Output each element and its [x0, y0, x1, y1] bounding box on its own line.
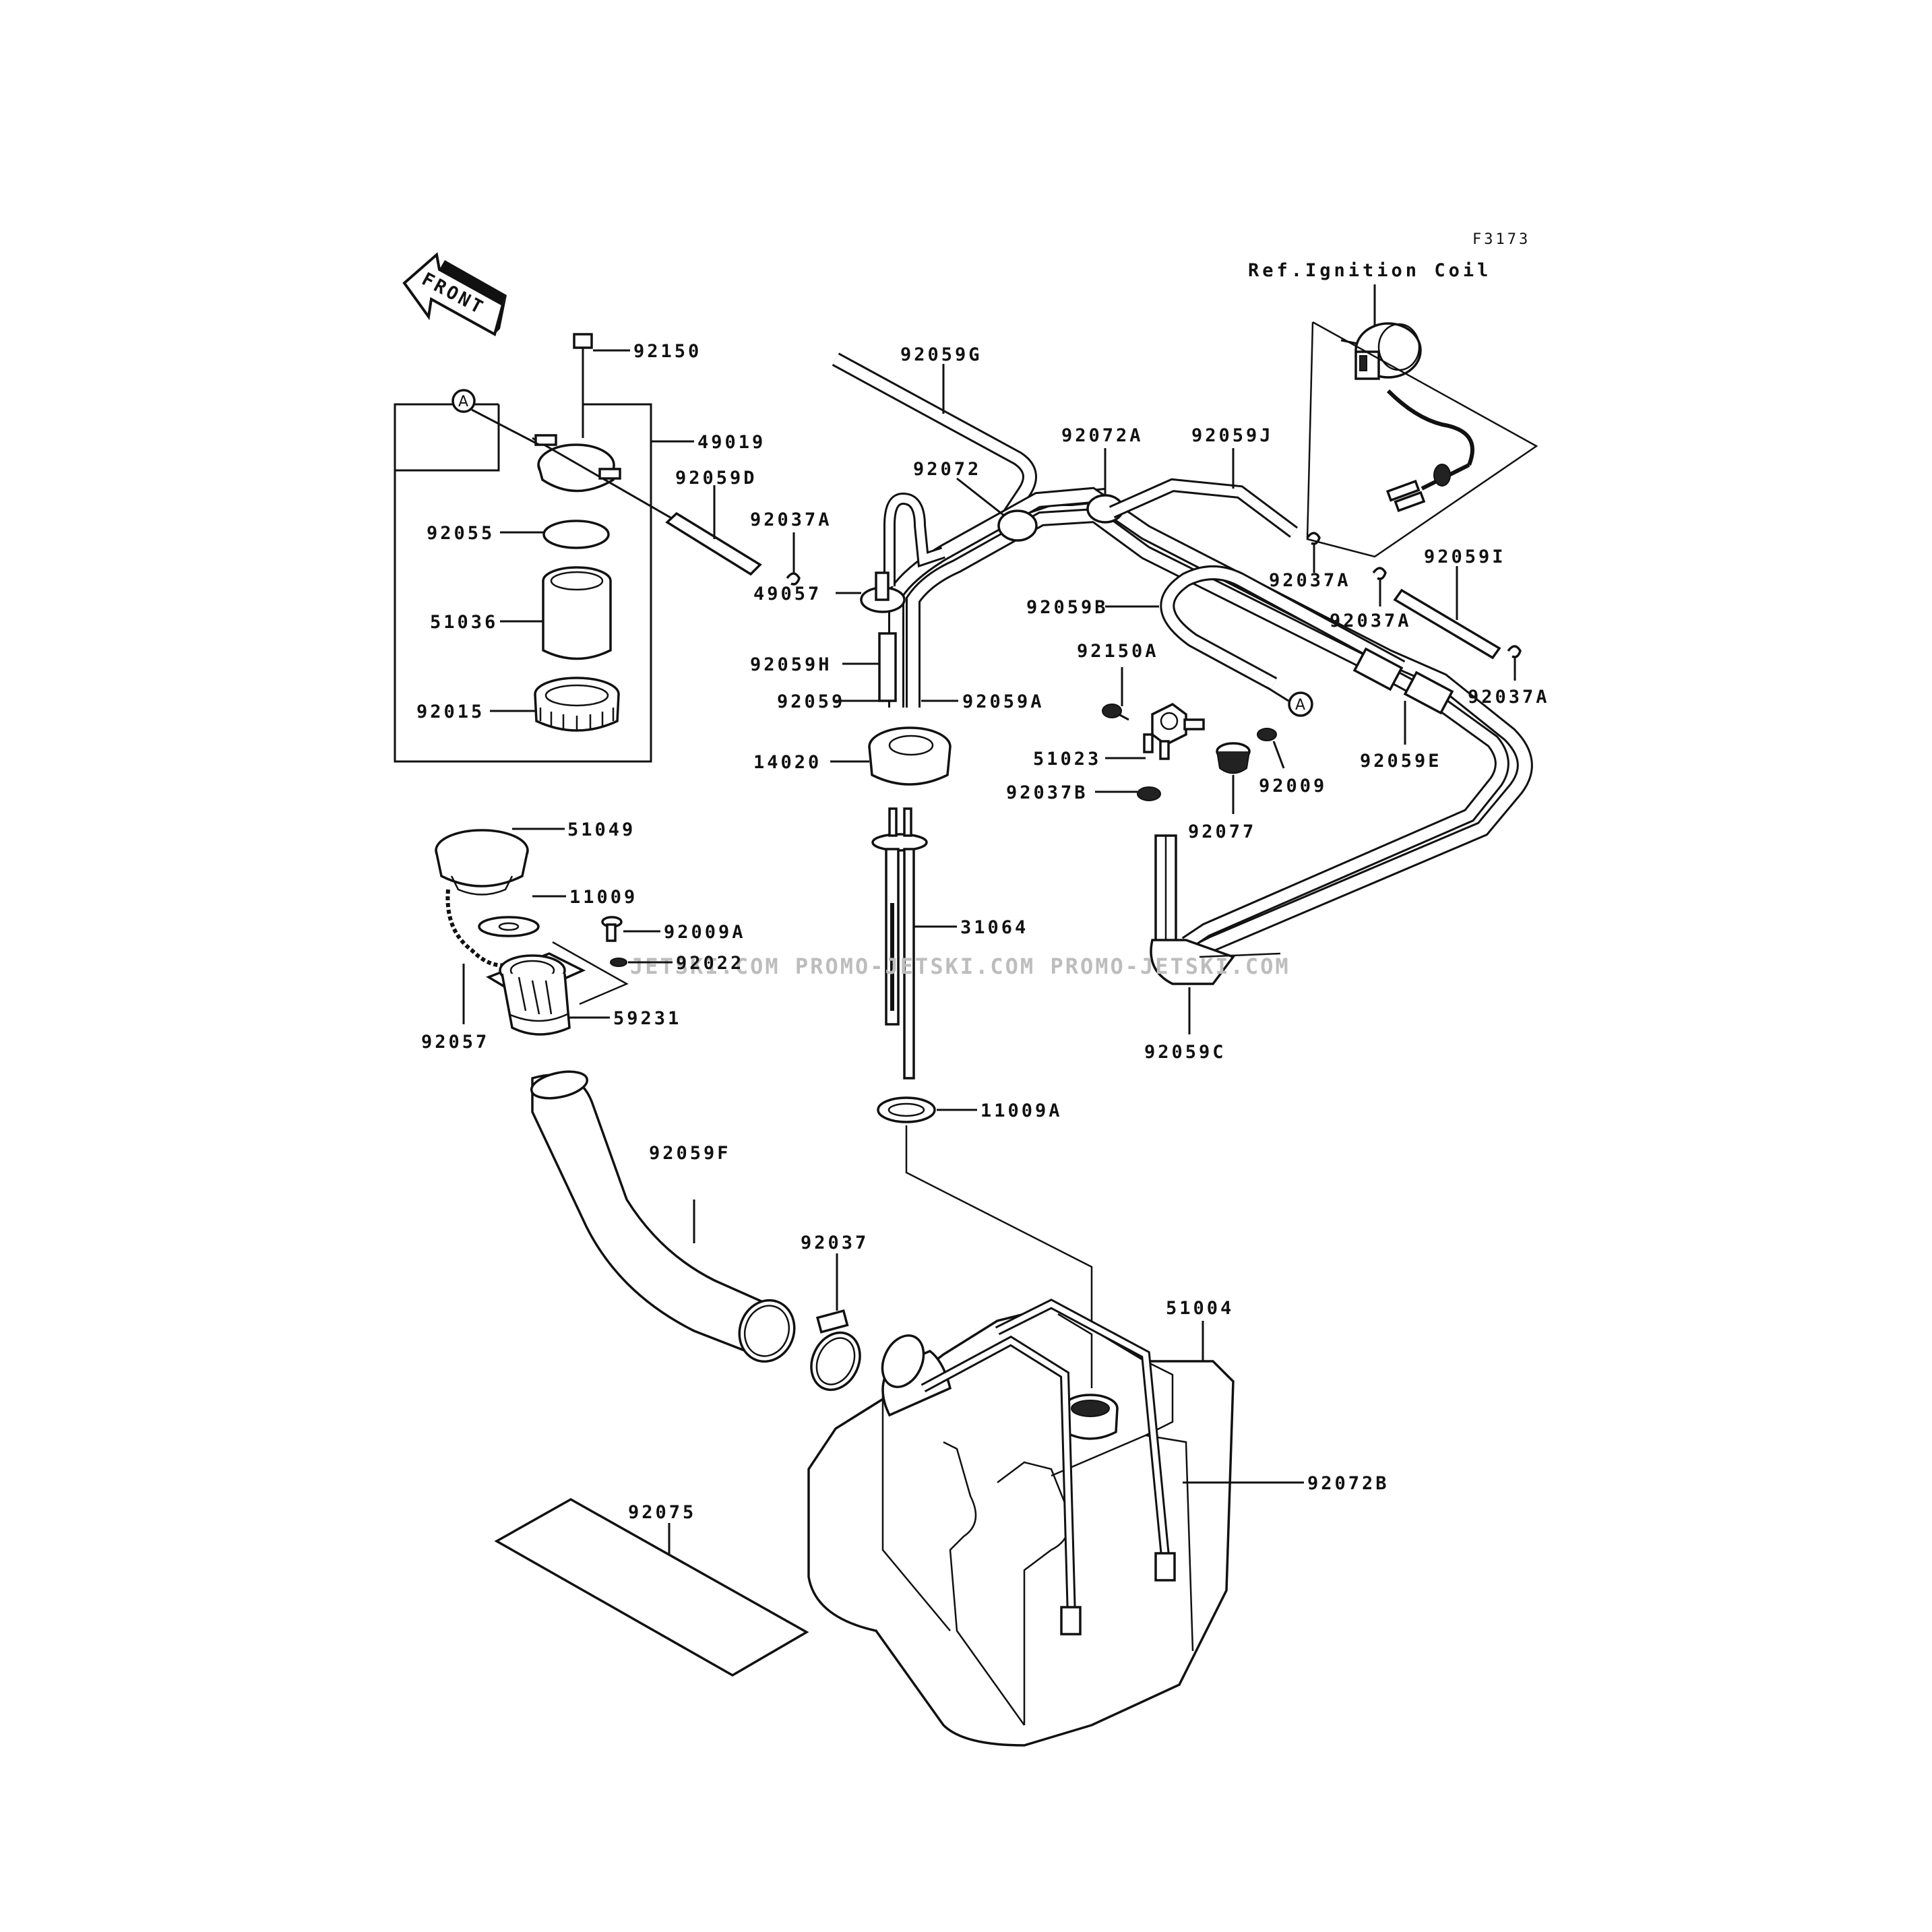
hose-92059H: [878, 632, 897, 702]
figure-code: F3173: [1472, 231, 1530, 248]
label-49057: 49057: [753, 584, 821, 604]
filler-hose-92059F: [530, 1070, 796, 1363]
label-59231: 59231: [613, 1008, 681, 1029]
label-92059D: 92059D: [675, 468, 757, 489]
label-92072: 92072: [913, 459, 981, 480]
chain-92057: [445, 889, 513, 968]
tee-fitting-49057: [860, 492, 945, 613]
label-51023: 51023: [1033, 749, 1101, 770]
label-51004: 51004: [1166, 1298, 1234, 1319]
label-92037A-3: 92037A: [1330, 611, 1412, 631]
ignition-coil: [1340, 284, 1474, 512]
marker-a-right: [1288, 691, 1313, 717]
label-92059F: 92059F: [649, 1143, 731, 1164]
clip-92037A-2: [1306, 532, 1321, 545]
label-92059H: 92059H: [750, 654, 832, 675]
reference-note-ignition-coil: Ref.Ignition Coil: [1248, 260, 1491, 281]
label-92057: 92057: [421, 1032, 489, 1053]
filter-element-51036: [542, 566, 612, 660]
label-92077: 92077: [1188, 821, 1256, 842]
nut-14020: [868, 726, 952, 786]
label-14020: 14020: [753, 752, 821, 773]
hose-elbow-92059C: [1150, 834, 1281, 985]
hose-92059I: [1393, 588, 1501, 660]
label-92055: 92055: [427, 523, 495, 544]
label-92037B: 92037B: [1006, 782, 1088, 803]
watermark: JETSKI.COM PROMO-JETSKI.COM PROMO-JETSKI…: [630, 954, 1290, 979]
hose-clamp-92037: [810, 1309, 861, 1392]
marker-a-right-label: A: [1295, 697, 1305, 714]
label-92059J: 92059J: [1191, 425, 1274, 446]
bolt-92150: [573, 333, 630, 438]
clip-92037A-1: [786, 572, 801, 586]
o-ring-92055: [542, 520, 610, 549]
fuel-pickup-31064: [871, 807, 928, 1080]
label-92150A: 92150A: [1077, 641, 1159, 662]
label-92059G: 92059G: [900, 344, 983, 365]
hose-92059D: [665, 485, 762, 576]
clip-92037A-4: [1507, 645, 1522, 658]
label-51036: 51036: [430, 612, 498, 633]
label-92037A-1: 92037A: [750, 509, 832, 530]
pad-92075: [494, 1497, 809, 1677]
label-92037: 92037: [801, 1233, 869, 1253]
marker-a-top-label: A: [458, 394, 468, 410]
label-11009A: 11009A: [980, 1100, 1063, 1121]
fuel-valve-51023: [1143, 702, 1205, 760]
clamp-92072: [997, 509, 1038, 542]
clip-92037A-3: [1372, 567, 1387, 580]
screw-92009A: [601, 916, 623, 942]
tank-strap-92072B: [921, 1299, 1176, 1635]
label-92059E: 92059E: [1360, 751, 1442, 772]
gasket-11009A: [877, 1096, 936, 1123]
filler-cap-51049: [435, 829, 529, 896]
label-92059C: 92059C: [1144, 1042, 1226, 1063]
label-11009: 11009: [569, 887, 637, 908]
gasket-11009: [478, 916, 540, 937]
filter-ring-92015: [534, 677, 620, 732]
marker-a-top: [451, 389, 476, 413]
screw-92009: [1257, 728, 1277, 741]
knob-92077: [1216, 742, 1251, 774]
label-92059I: 92059I: [1424, 547, 1506, 567]
label-92075: 92075: [628, 1502, 696, 1523]
label-92059A: 92059A: [962, 691, 1045, 712]
label-92015: 92015: [416, 702, 485, 722]
label-92150: 92150: [633, 341, 702, 362]
label-92059B: 92059B: [1026, 597, 1109, 618]
filter-cap-49019: [532, 434, 755, 567]
label-92072B: 92072B: [1307, 1473, 1390, 1494]
label-92059: 92059: [777, 691, 845, 712]
fuel-tank-51004: [807, 1306, 1235, 1747]
clip-92037B: [1137, 786, 1161, 801]
label-92022: 92022: [676, 953, 744, 974]
filler-neck-59231: [486, 952, 586, 1036]
screw-92150A: [1102, 704, 1129, 721]
label-31064: 31064: [960, 917, 1028, 938]
fuel-hose-bundle: [888, 487, 1533, 971]
label-49019: 49019: [697, 432, 766, 453]
label-92037A-4: 92037A: [1468, 687, 1550, 708]
label-51049: 51049: [567, 819, 635, 840]
nut-92022: [610, 958, 627, 967]
label-92009A: 92009A: [664, 922, 746, 943]
label-92037A-2: 92037A: [1269, 570, 1351, 591]
label-92072A: 92072A: [1061, 425, 1144, 446]
label-92009: 92009: [1259, 776, 1327, 797]
front-direction-arrow: FRONT: [402, 252, 507, 336]
sleeve-92059E: [1352, 647, 1454, 715]
